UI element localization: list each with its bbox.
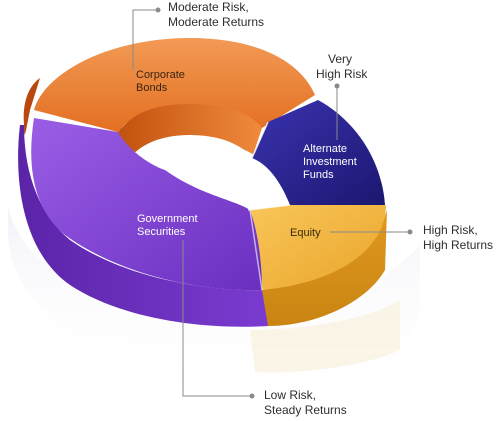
annotation-line: Steady Returns [264,403,347,417]
alternate-funds-leader [334,83,340,140]
government-securities-annotation: Low Risk, Steady Returns [264,388,347,417]
donut-inner-wall [118,104,262,158]
corporate-bonds-label-line: Corporate [136,69,185,81]
corporate-bonds-leader [132,7,161,70]
corporate-bonds-label-line: Bonds [136,82,168,94]
annotation-line: Moderate Risk, [168,0,249,14]
alternate-investment-funds-label: Alternate Investment Funds [303,143,360,181]
alternate-funds-label-line: Alternate [303,143,347,155]
alternate-investment-funds-segment [252,100,385,205]
equity-label: Equity [290,227,321,239]
equity-side [262,210,387,326]
annotation-line: High Returns [423,238,493,252]
government-securities-label-line: Government [137,213,198,225]
annotation-line: Low Risk, [264,388,316,402]
corporate-bonds-segment [34,38,315,132]
alternate-funds-label-line: Funds [303,169,334,181]
annotation-line: High Risk, [423,223,478,237]
government-securities-leader [182,240,255,399]
government-securities-label: Government Securities [137,213,201,238]
alternate-funds-annotation: Very High Risk [316,52,368,81]
equity-annotation: High Risk, High Returns [423,223,493,252]
reflection [8,205,420,395]
annotation-line: Moderate Returns [168,15,264,29]
equity-segment [248,205,386,290]
government-securities-label-line: Securities [137,226,186,238]
government-securities-side [18,125,269,327]
equity-leader [330,229,413,235]
annotation-line: High Risk [316,67,368,81]
corporate-bonds-label: Corporate Bonds [136,69,188,94]
alternate-funds-label-line: Investment [303,156,357,168]
annotation-line: Very [328,52,352,66]
government-securities-segment [31,118,262,291]
corporate-bonds-annotation: Moderate Risk, Moderate Returns [168,0,264,29]
corporate-bonds-side [23,78,40,135]
